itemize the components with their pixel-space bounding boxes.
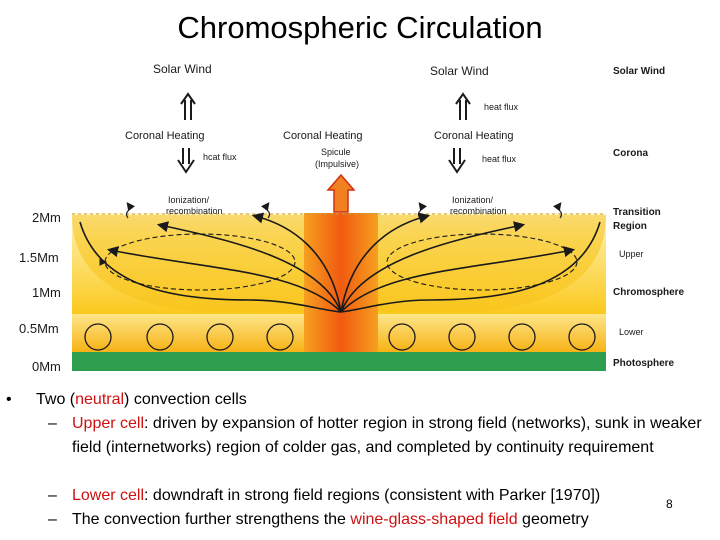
heat-flux-up-left-icon	[180, 92, 196, 120]
height-tick-0mm: 0Mm	[32, 359, 61, 374]
photosphere-layer	[72, 352, 606, 371]
spicule-arrow-icon	[326, 173, 356, 213]
label-spicule-2: (Impulsive)	[315, 159, 359, 169]
upper-cell-highlight: Upper cell	[72, 415, 145, 432]
label-heat-flux-down-left: hcat flux	[203, 152, 237, 162]
height-tick-1-5mm: 1.5Mm	[19, 250, 59, 265]
upper-cell-flow	[104, 233, 578, 291]
label-coronal-heating-center: Coronal Heating	[283, 130, 363, 142]
dash-marker: –	[48, 511, 57, 528]
height-tick-0-5mm: 0.5Mm	[19, 321, 59, 336]
hot-core-region	[304, 213, 378, 353]
ionization-squiggles	[125, 202, 563, 219]
lower-cell-highlight: Lower cell	[72, 487, 145, 504]
height-tick-1mm: 1Mm	[32, 285, 61, 300]
label-ionization-left-1: Ionization/	[168, 195, 210, 205]
field-lines	[79, 212, 601, 313]
layer-chromosphere: Chromosphere	[613, 287, 685, 298]
bullet-main-prefix: Two (	[36, 391, 76, 408]
label-spicule-1: Spicule	[321, 147, 351, 157]
bullet-main: • Two (neutral) convection cells	[6, 388, 247, 412]
dash-marker: –	[48, 487, 57, 504]
layer-photosphere: Photosphere	[613, 358, 675, 369]
layer-lower: Lower	[619, 327, 644, 337]
geometry-highlight: wine-glass-shaped field	[350, 511, 518, 528]
layer-transition-1: Transition	[613, 207, 661, 218]
label-solar-wind-left: Solar Wind	[153, 62, 212, 76]
label-ionization-right-2: recombination	[450, 206, 507, 216]
label-heat-flux-down-right: heat flux	[482, 154, 517, 164]
label-heat-flux-up-right: heat flux	[484, 102, 519, 112]
heat-flux-down-right-icon	[448, 148, 466, 174]
layer-corona: Corona	[613, 148, 648, 159]
page-number: 8	[666, 497, 673, 511]
lower-cell-flow	[84, 323, 596, 351]
layer-transition-2: Region	[613, 221, 647, 232]
bullet-main-highlight: neutral	[75, 391, 125, 408]
layer-solar-wind: Solar Wind	[613, 66, 665, 77]
geometry-prefix: The convection further strengthens the	[72, 511, 351, 528]
bullet-sub-geometry: – The convection further strengthens the…	[48, 508, 716, 532]
dash-marker: –	[48, 415, 57, 432]
height-tick-2mm: 2Mm	[32, 210, 61, 225]
heat-flux-down-left-icon	[177, 148, 195, 174]
label-coronal-heating-left: Coronal Heating	[125, 130, 205, 142]
label-ionization-right-1: Ionization/	[452, 195, 494, 205]
heat-flux-up-right-icon	[455, 92, 471, 120]
bullet-sub-upper-cell: – Upper cell: driven by expansion of hot…	[48, 412, 716, 460]
lower-cell-text: : downdraft in strong field regions (con…	[144, 487, 601, 504]
bullet-marker: •	[6, 391, 12, 408]
bullet-sub-lower-cell: – Lower cell: downdraft in strong field …	[48, 484, 716, 508]
layer-upper: Upper	[619, 249, 644, 259]
geometry-suffix: geometry	[517, 511, 589, 528]
label-coronal-heating-right: Coronal Heating	[434, 130, 514, 142]
bullet-main-suffix: ) convection cells	[124, 391, 247, 408]
slide-title: Chromospheric Circulation	[177, 10, 543, 45]
label-ionization-left-2: recombination	[166, 206, 223, 216]
upper-cell-text: : driven by expansion of hotter region i…	[72, 415, 702, 456]
chromosphere-diagram: Solar Wind Solar Wind heat flux Coronal …	[19, 62, 685, 374]
label-solar-wind-right: Solar Wind	[430, 64, 489, 78]
